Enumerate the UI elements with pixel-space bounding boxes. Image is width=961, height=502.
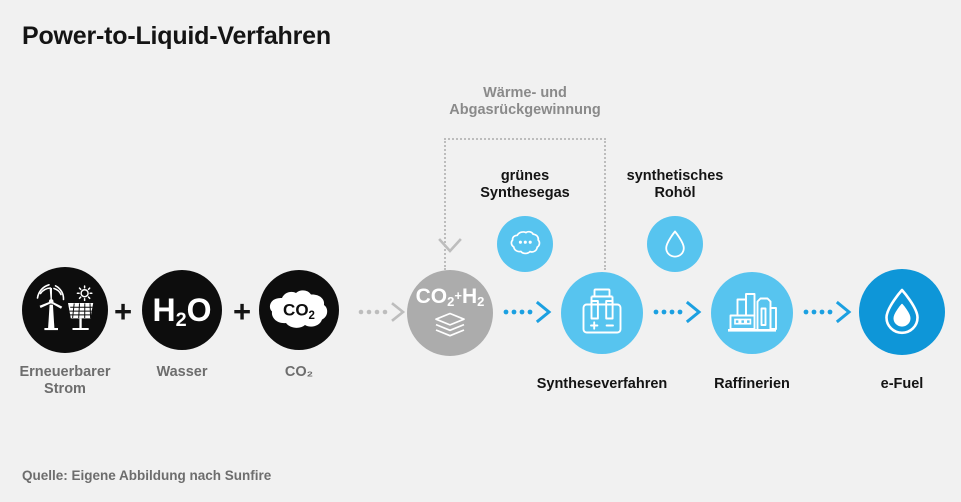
refineries-node[interactable] [711,272,793,354]
arrow-synthesis-to-refineries [653,300,702,324]
arrow-mix-to-synthesis [503,300,552,324]
wind-turbine-solar-panel-icon [36,284,94,331]
synthesis-label: Syntheseverfahren [536,376,668,392]
crude-oil-label-line2: Rohöl [654,185,696,202]
syngas-label-line1: grünes [500,168,550,184]
plus-operator-1: + [114,294,133,329]
recovery-loop-label-line1: Wärme- und [483,85,567,101]
co2-h2-formula: CO2+H2 [415,284,485,309]
renewable-power-label-line2: Strom [44,381,86,398]
crude-oil-label-line1: synthetisches [626,168,724,184]
stacked-layers-icon [435,312,465,337]
renewable-power-label: Erneuerbarer Strom [0,364,130,398]
e-fuel-node[interactable] [859,269,945,355]
renewable-power-label-line1: Erneuerbarer [19,364,111,380]
renewable-power-node[interactable] [22,267,108,353]
refineries-label: Raffinerien [714,376,790,392]
co2-cloud-icon: CO2 [269,290,328,328]
syngas-label: grünes Synthesegas [450,168,600,202]
arrow-refineries-to-efuel [803,300,852,324]
co2-h2-node[interactable]: CO2+H2 [407,270,493,356]
arrow-co2-to-mix [358,302,406,322]
plus-operator-2: + [233,294,252,329]
oil-droplet-icon [665,230,685,258]
source-caption: Quelle: Eigene Abbildung nach Sunfire [22,468,272,483]
recovery-loop-label-line2: Abgasrückgewinnung [449,102,601,119]
co2-node[interactable]: CO2 [259,270,339,350]
electrolyzer-cell-icon [582,288,622,334]
recovery-loop-arrow-down-icon [438,238,462,253]
syngas-label-line2: Synthesegas [480,185,570,202]
recovery-loop-dotted-path [444,138,606,270]
synthesis-node[interactable] [561,272,643,354]
water-label: Wasser [156,364,208,380]
recovery-loop-label: Wärme- und Abgasrückgewinnung [425,85,625,119]
gas-cloud-icon [510,230,541,255]
co2-label: CO₂ [284,364,314,380]
fuel-droplet-icon [885,288,919,335]
crude-oil-node[interactable] [647,216,703,272]
e-fuel-label: e-Fuel [880,376,924,392]
svg-text:CO2: CO2 [283,301,315,323]
syngas-node[interactable] [497,216,553,272]
crude-oil-label: synthetisches Rohöl [600,168,750,202]
water-formula: H2O [152,292,212,331]
refinery-plant-icon [728,293,777,332]
page-title: Power-to-Liquid-Verfahren [22,22,331,50]
water-node[interactable]: H2O [142,270,222,350]
